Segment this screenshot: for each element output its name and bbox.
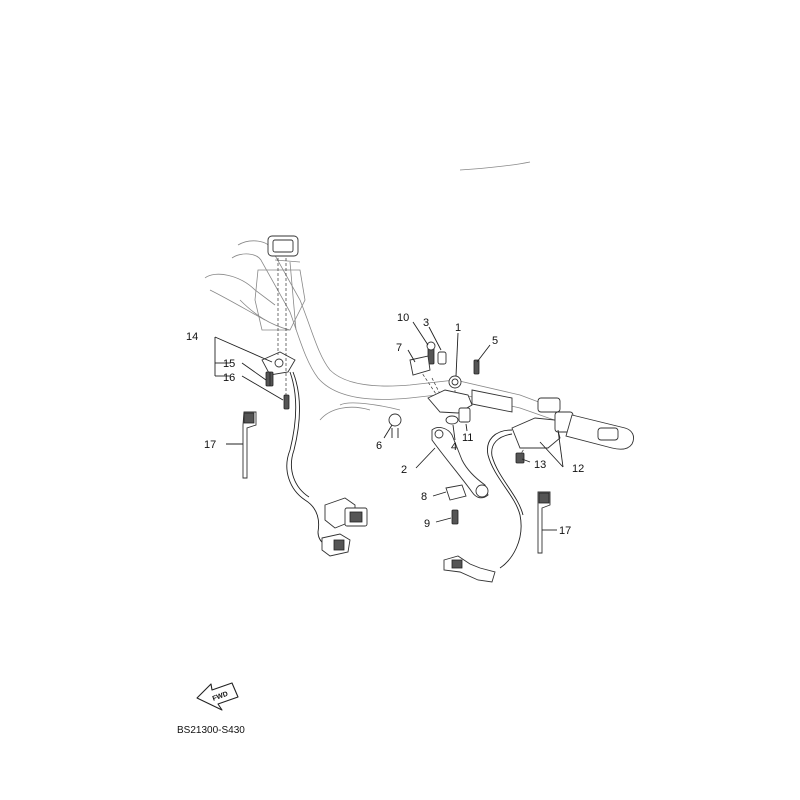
cable-ties — [242, 411, 551, 554]
handlebar-outline — [204, 161, 561, 423]
callout-labels: 1 2 3 4 5 6 7 8 9 10 11 12 13 14 15 16 1… — [186, 312, 584, 537]
callout-3: 3 — [423, 317, 429, 329]
fwd-arrow-icon: FWD — [196, 682, 239, 711]
left-wire-harness — [286, 371, 368, 557]
callout-13: 13 — [534, 459, 546, 471]
callout-8: 8 — [421, 491, 427, 503]
callout-16: 16 — [223, 372, 235, 384]
left-clamp-parts — [261, 235, 299, 410]
callout-14: 14 — [186, 331, 198, 343]
callout-6: 6 — [376, 440, 382, 452]
callout-7: 7 — [396, 342, 402, 354]
leader-lines — [214, 321, 564, 531]
alignment-lines — [277, 258, 541, 456]
callout-2: 2 — [401, 464, 407, 476]
callout-5: 5 — [492, 335, 498, 347]
callout-17-left: 17 — [204, 439, 216, 451]
callout-1: 1 — [455, 322, 461, 334]
callout-9: 9 — [424, 518, 430, 530]
callout-4: 4 — [451, 441, 457, 453]
callout-17-right: 17 — [559, 525, 571, 537]
callout-11: 11 — [462, 432, 473, 444]
callout-15: 15 — [223, 358, 235, 370]
diagram-code: BS21300-S430 — [177, 725, 245, 736]
callout-12: 12 — [572, 463, 584, 475]
lever-assembly — [388, 341, 513, 525]
right-switch-and-grip — [443, 397, 635, 583]
callout-10: 10 — [397, 312, 409, 324]
